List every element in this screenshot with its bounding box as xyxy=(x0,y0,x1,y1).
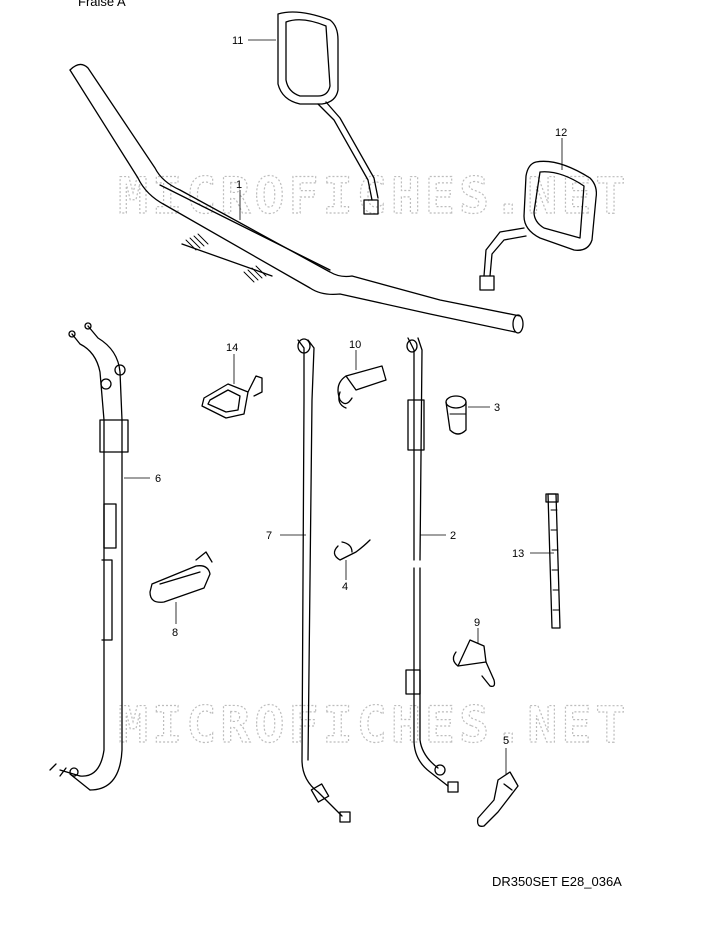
callout-12: 12 xyxy=(555,127,567,139)
header-fragment: Fraise A xyxy=(78,0,126,9)
callout-3: 3 xyxy=(494,402,500,414)
clutch-cable xyxy=(405,337,459,793)
watermark-top: MICROFICHES.NET xyxy=(118,167,630,225)
callout-2: 2 xyxy=(450,530,456,542)
mount-bracket xyxy=(452,639,496,688)
callout-11: 11 xyxy=(232,35,243,47)
mirror-left xyxy=(277,11,379,215)
diagram-code: DR350SET E28_036A xyxy=(492,874,622,889)
wire-bracket xyxy=(201,375,263,419)
callout-1: 1 xyxy=(236,179,242,191)
cable-guide xyxy=(337,365,387,409)
watermark-bottom: MICROFICHES.NET xyxy=(118,696,630,754)
lever-bracket xyxy=(476,771,519,827)
callout-4: 4 xyxy=(342,581,348,593)
callout-7: 7 xyxy=(266,530,272,542)
throttle-cable xyxy=(49,322,129,791)
cable-holder xyxy=(149,551,213,603)
mirror-right xyxy=(479,160,598,291)
callout-13: 13 xyxy=(512,548,524,560)
callout-9: 9 xyxy=(474,617,480,629)
spring-clip xyxy=(333,539,371,561)
callout-8: 8 xyxy=(172,627,178,639)
grommet xyxy=(445,395,467,435)
callout-5: 5 xyxy=(503,735,509,747)
callout-10: 10 xyxy=(349,339,361,351)
cable-tie xyxy=(545,493,561,629)
handlebar xyxy=(69,63,524,334)
callout-6: 6 xyxy=(155,473,161,485)
cable-7 xyxy=(297,338,351,823)
callout-14: 14 xyxy=(226,342,238,354)
